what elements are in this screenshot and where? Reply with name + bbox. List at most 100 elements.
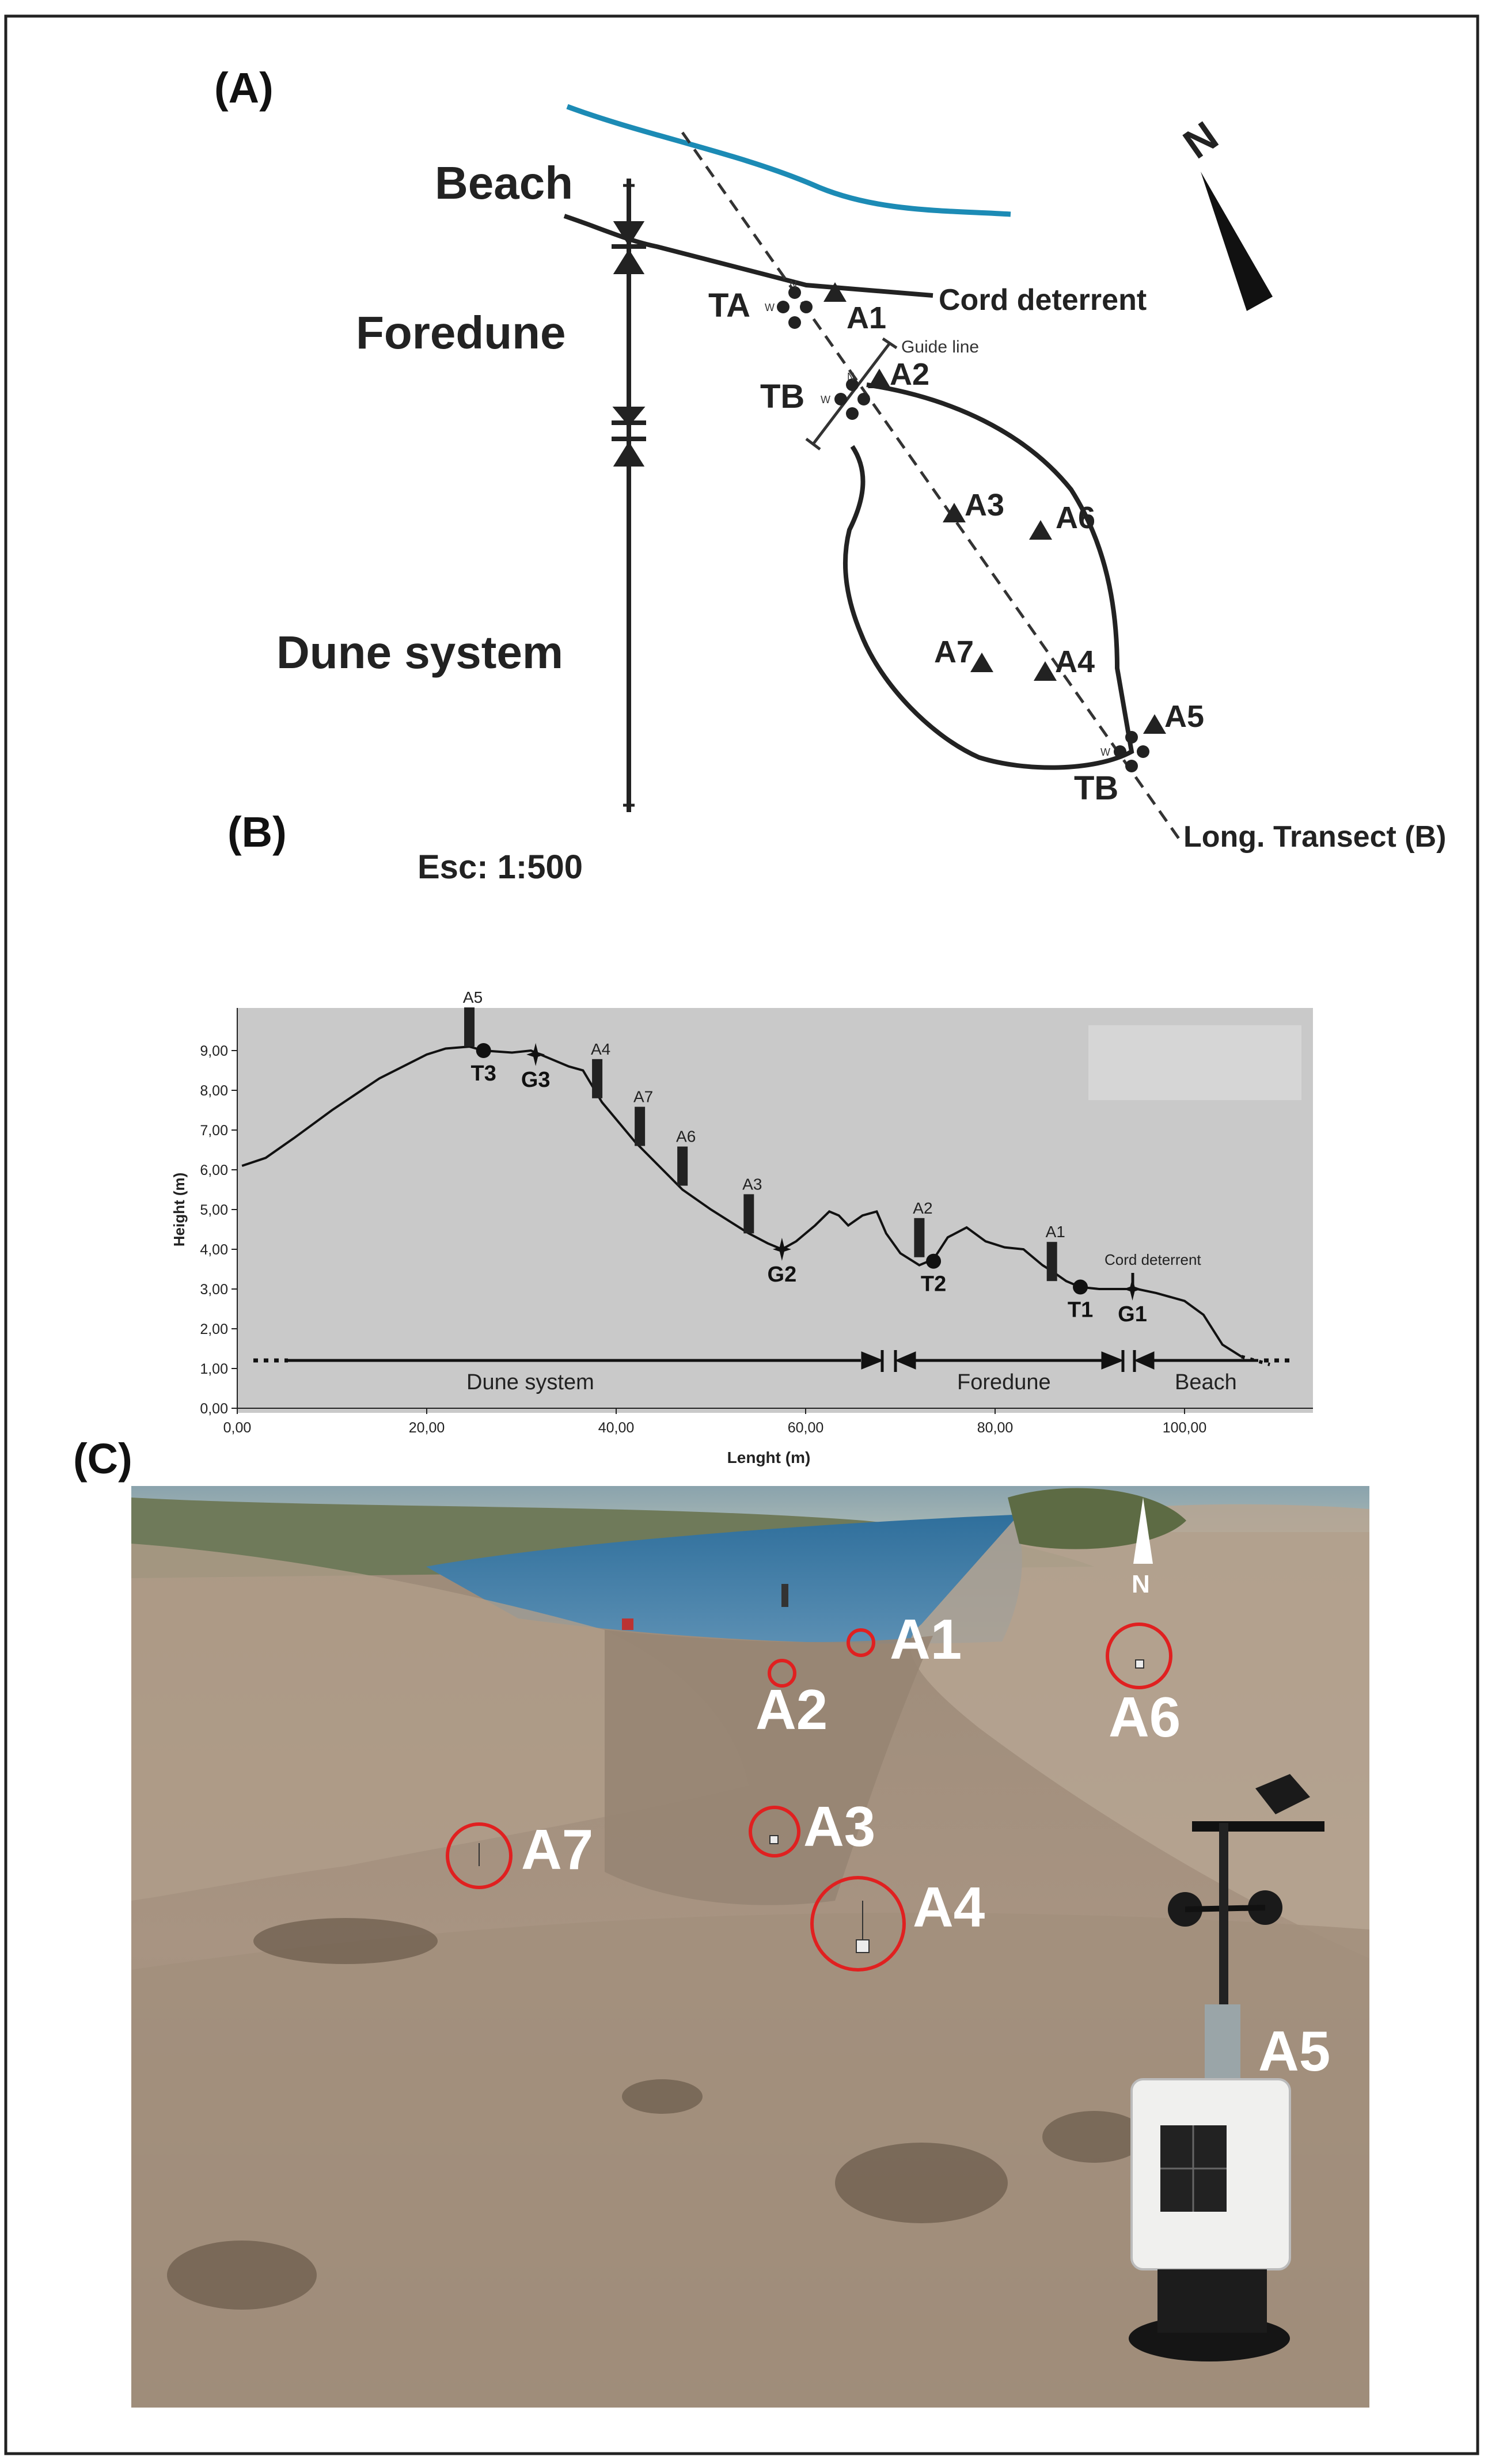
zone-arrows bbox=[253, 1350, 1290, 1372]
zone-scale-bar bbox=[612, 179, 646, 812]
station-a7-marker bbox=[970, 653, 993, 672]
station-a5-weather-station-icon bbox=[1129, 1774, 1324, 2361]
station-a5-marker bbox=[1143, 714, 1166, 734]
guide-line-label: Guide line bbox=[901, 338, 979, 357]
profile-station-a1-bar bbox=[1046, 1242, 1057, 1282]
blowout-outline bbox=[843, 382, 1134, 770]
shoreline bbox=[566, 104, 1011, 217]
profile-station-a5-bar bbox=[464, 1007, 475, 1047]
tower-ta-n: N bbox=[790, 279, 797, 290]
station-a4-label: A4 bbox=[1055, 645, 1095, 679]
y-tick-label: 3,00 bbox=[200, 1282, 228, 1298]
profile-station-a4-bar bbox=[592, 1059, 603, 1098]
y-tick-label: 9,00 bbox=[200, 1043, 228, 1059]
small-instrument-icons bbox=[479, 1659, 1144, 1953]
profile-station-a2-label: A2 bbox=[913, 1199, 932, 1217]
transect-label: Long. Transect (B) bbox=[1183, 820, 1446, 854]
zone-label-foredune: Foredune bbox=[356, 307, 565, 358]
transect-line bbox=[681, 131, 1182, 842]
station-a1-label: A1 bbox=[847, 301, 886, 335]
y-tick-label: 7,00 bbox=[200, 1123, 228, 1139]
photo-north-letter: N bbox=[1132, 1570, 1150, 1598]
station-a3-label: A3 bbox=[965, 488, 1004, 522]
x-tick-label: 20,00 bbox=[409, 1420, 445, 1436]
cord-deterrent-profile-label: Cord deterrent bbox=[1105, 1251, 1201, 1268]
profile-zone-dune-system: Dune system bbox=[466, 1370, 594, 1394]
tower-tb-upper-n: N bbox=[847, 371, 855, 382]
x-tick-label: 60,00 bbox=[788, 1420, 824, 1436]
tower-tb-lower: W bbox=[1100, 731, 1149, 772]
profile-tower-t1-label: T1 bbox=[1068, 1298, 1093, 1322]
station-a4-circle bbox=[810, 1876, 906, 1972]
profile-tower-t2-label: T2 bbox=[921, 1272, 946, 1297]
station-a3-circle bbox=[749, 1806, 800, 1858]
photo-label-a4: A4 bbox=[913, 1875, 985, 1939]
beach-line bbox=[563, 214, 933, 298]
station-markers bbox=[823, 282, 1166, 734]
figure-frame bbox=[4, 14, 1479, 2455]
tower-tb-upper-w: W bbox=[821, 394, 830, 405]
station-a4-marker bbox=[1034, 661, 1057, 681]
tower-tb-upper-label: TB bbox=[760, 378, 804, 415]
y-tick-label: 8,00 bbox=[200, 1083, 228, 1099]
tower-ta-w: W bbox=[765, 302, 775, 313]
photo-label-a1: A1 bbox=[890, 1608, 962, 1671]
x-tick-label: 0,00 bbox=[223, 1420, 252, 1436]
profile-grain-g1-label: G1 bbox=[1118, 1302, 1147, 1326]
y-axis-title: Height (m) bbox=[170, 1173, 188, 1247]
profile-tower-t3-label: T3 bbox=[471, 1062, 496, 1086]
photo-label-a6: A6 bbox=[1109, 1685, 1181, 1749]
panel-c: (C) bbox=[73, 1435, 1369, 2408]
photo-label-a2: A2 bbox=[756, 1678, 828, 1741]
y-tick-label: 6,00 bbox=[200, 1162, 228, 1178]
field-photo bbox=[131, 1486, 1369, 2408]
y-tick-label: 0,00 bbox=[200, 1401, 228, 1417]
profile-tower-t3-dot bbox=[476, 1043, 491, 1058]
profile-zone-foredune: Foredune bbox=[957, 1370, 1051, 1394]
guide-line bbox=[812, 342, 891, 445]
profile-grain-g2-star bbox=[772, 1238, 791, 1261]
photo-labels: A1 A2 A3 A4 A5 A6 A7 bbox=[521, 1608, 1330, 2083]
y-tick-label: 4,00 bbox=[200, 1242, 228, 1258]
panel-a-label: (A) bbox=[214, 64, 274, 112]
profile-zone-beach: Beach bbox=[1175, 1370, 1237, 1394]
y-axis-ticks: 0,001,002,003,004,005,006,007,008,009,00 bbox=[200, 1008, 238, 1417]
station-a1-marker bbox=[823, 282, 847, 302]
tower-tb-upper: N W bbox=[821, 371, 870, 420]
profile-tower-t1-dot bbox=[1073, 1279, 1088, 1295]
y-tick-label: 1,00 bbox=[200, 1361, 228, 1377]
profile-grain-g2-label: G2 bbox=[768, 1263, 797, 1287]
station-a6-marker bbox=[1029, 520, 1052, 540]
y-tick-label: 2,00 bbox=[200, 1321, 228, 1337]
profile-station-a6-bar bbox=[677, 1146, 688, 1186]
profile-plot-blank-box bbox=[1088, 1025, 1301, 1100]
profile-grain-g3-star bbox=[526, 1043, 545, 1066]
x-tick-label: 80,00 bbox=[977, 1420, 1014, 1436]
x-axis-title: Lenght (m) bbox=[727, 1449, 811, 1466]
photo-north-arrow-icon bbox=[1133, 1498, 1153, 1564]
zone-label-beach: Beach bbox=[435, 157, 573, 209]
profile-station-a7-label: A7 bbox=[633, 1088, 653, 1106]
scale-label: Esc: 1:500 bbox=[418, 848, 583, 886]
profile-station-a3-bar bbox=[743, 1194, 754, 1234]
station-a7-circle bbox=[446, 1822, 513, 1889]
station-a2-marker bbox=[868, 369, 891, 388]
tower-ta-label: TA bbox=[708, 287, 750, 324]
photo-label-a7: A7 bbox=[521, 1818, 593, 1881]
station-a1-circle bbox=[847, 1628, 875, 1657]
profile-station-a1-label: A1 bbox=[1046, 1223, 1065, 1241]
profile-station-a3-label: A3 bbox=[742, 1175, 762, 1193]
panel-b-label: (B) bbox=[227, 808, 287, 856]
photo-label-a5: A5 bbox=[1258, 2019, 1330, 2083]
tower-ta: N W bbox=[765, 279, 813, 329]
station-a5-label: A5 bbox=[1164, 699, 1204, 734]
profile-station-a6-label: A6 bbox=[676, 1128, 696, 1146]
station-a6-circle bbox=[1106, 1623, 1172, 1689]
profile-station-a5-label: A5 bbox=[463, 988, 483, 1006]
profile-grain-g3-label: G3 bbox=[521, 1068, 551, 1092]
